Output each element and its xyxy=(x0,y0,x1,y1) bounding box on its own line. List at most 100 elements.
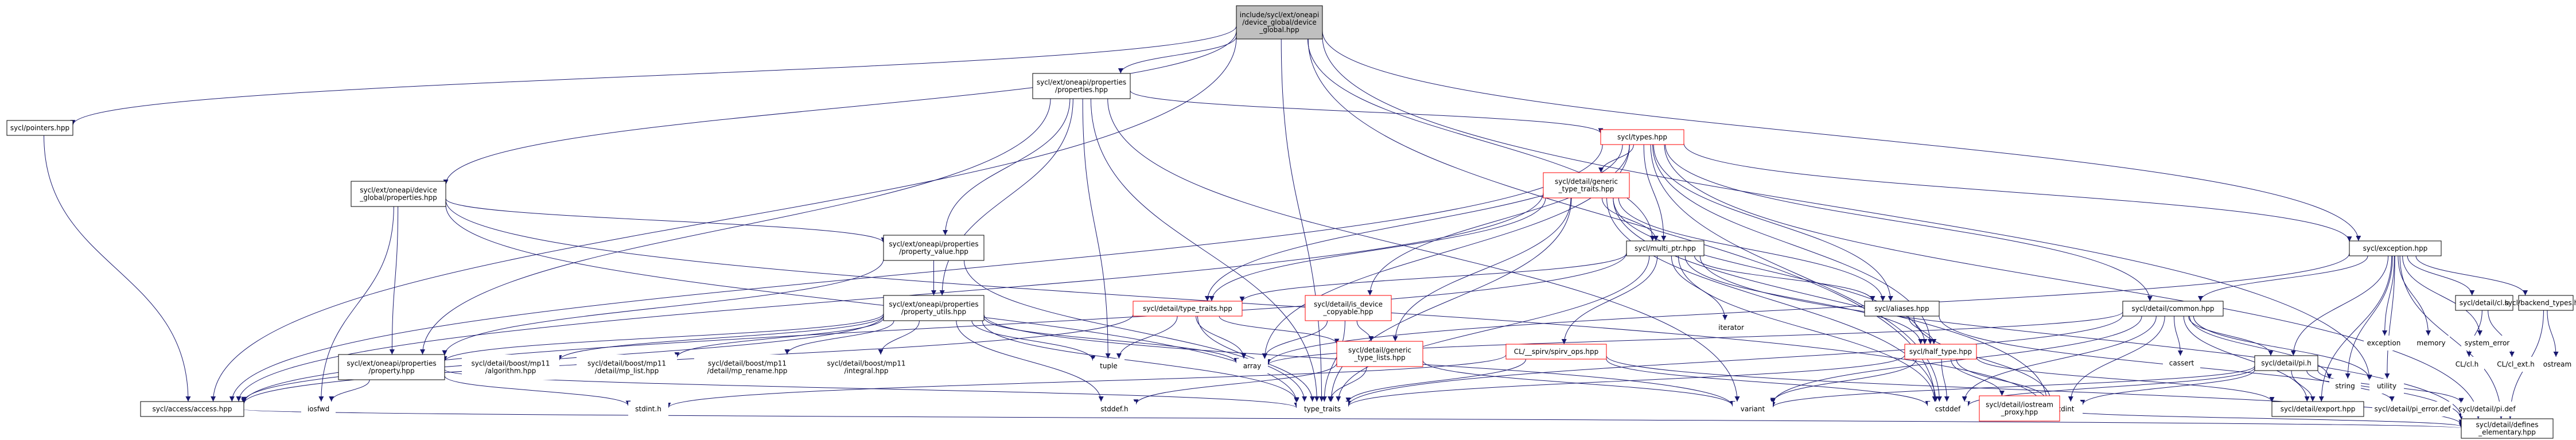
node-export[interactable]: sycl/detail/export.hpp xyxy=(2271,401,2364,417)
node-dg-props[interactable]: sycl/ext/oneapi/device_global/properties… xyxy=(351,181,446,207)
node-label: sycl/detail/generic_type_lists.hpp xyxy=(1348,346,1411,362)
node-root[interactable]: include/sycl/ext/oneapi/device_global/de… xyxy=(1236,5,1323,40)
node-backend-types[interactable]: sycl/backend_types.hpp xyxy=(2505,295,2576,311)
node-label: sycl/types.hpp xyxy=(1617,133,1667,141)
node-box xyxy=(2542,357,2573,372)
node-box xyxy=(2364,336,2404,351)
edge-access-to-defines_elem xyxy=(243,409,2463,429)
node-box xyxy=(2450,357,2484,372)
node-pi-h[interactable]: sycl/detail/pi.h xyxy=(2254,355,2318,371)
node-label: sycl/detail/pi_error.def xyxy=(2374,405,2451,413)
node-box xyxy=(1505,344,1607,360)
node-box xyxy=(1904,344,1977,360)
node-label: sycl/detail/iostream_proxy.hpp xyxy=(1986,401,2053,416)
node-label: sycl/half_type.hpp xyxy=(1909,348,1972,356)
node-label: CL/__spirv/spirv_ops.hpp xyxy=(1514,348,1599,356)
edge-prop_utils-to-mp11_alg xyxy=(557,315,884,361)
edge-pointers-to-access xyxy=(44,135,191,402)
node-common[interactable]: sycl/detail/common.hpp xyxy=(2122,301,2224,317)
edge-ext_props-to-types xyxy=(1130,90,1604,134)
node-prop-utils[interactable]: sycl/ext/oneapi/properties/property_util… xyxy=(883,295,985,321)
node-box xyxy=(883,295,985,321)
node-property-hpp[interactable]: sycl/ext/oneapi/properties/property.hpp xyxy=(338,354,445,380)
edge-exception-to-cl_h xyxy=(2407,255,2475,296)
edge-half_type-to-variant xyxy=(1770,359,1917,403)
node-label: cassert xyxy=(2169,359,2194,367)
node-box xyxy=(1093,402,1136,416)
node-box xyxy=(1236,5,1323,40)
edge-dg_props-to-cstdint xyxy=(445,200,2045,407)
node-defines-elem[interactable]: sycl/detail/defines_elementary.hpp xyxy=(2461,418,2554,439)
node-label: string xyxy=(2335,382,2355,390)
edge-common-to-utility xyxy=(2193,316,2372,380)
node-label: sycl/detail/pi.def xyxy=(2458,405,2516,413)
node-is-dev-copyable[interactable]: sycl/detail/is_device_copyable.hpp xyxy=(1305,295,1392,321)
node-label: sycl/pointers.hpp xyxy=(10,124,69,132)
node-box xyxy=(2518,295,2574,311)
edge-prop_utils-to-mp11_rename xyxy=(784,320,894,355)
node-prop-value[interactable]: sycl/ext/oneapi/properties/property_valu… xyxy=(883,235,985,261)
edge-ext_props-to-tuple xyxy=(1082,98,1111,359)
node-box xyxy=(1600,129,1684,145)
node-label: cstddef xyxy=(1935,405,1961,413)
edge-prop_utils-to-tuple xyxy=(971,320,1096,361)
node-box xyxy=(1864,301,1940,317)
node-cl-h[interactable]: sycl/detail/cl.h xyxy=(2455,295,2513,311)
node-ext-props[interactable]: sycl/ext/oneapi/properties/properties.hp… xyxy=(1032,73,1131,99)
edge-prop_utils-to-property_hpp xyxy=(442,313,884,362)
node-box xyxy=(2461,402,2513,416)
edge-exception-to-utility xyxy=(2384,255,2395,379)
node-iostream-proxy[interactable]: sycl/detail/iostream_proxy.hpp xyxy=(1979,395,2060,422)
edge-pi_h-to-variant xyxy=(1770,365,2255,408)
node-exc-ext: exception xyxy=(2364,336,2404,351)
node-multi-ptr[interactable]: sycl/multi_ptr.hpp xyxy=(1626,240,1705,256)
node-label: sycl/exception.hpp xyxy=(2363,244,2428,252)
node-mp11-rename: sycl/detail/boost/mp11/detail/mp_rename.… xyxy=(694,355,800,380)
dependency-edges xyxy=(44,26,2559,429)
node-types[interactable]: sycl/types.hpp xyxy=(1600,129,1684,145)
node-label: sycl/detail/boost/mp11/detail/mp_list.hp… xyxy=(587,360,666,375)
edge-ext_props-to-std_type_traits xyxy=(1090,98,1320,402)
edge-type_traits_hpp-to-access xyxy=(241,314,1134,404)
node-type-traits-hpp[interactable]: sycl/detail/type_traits.hpp xyxy=(1133,301,1243,317)
edge-gen_type_traits-to-cstddef xyxy=(1606,197,1939,402)
node-box xyxy=(628,402,668,416)
edge-types-to-multi_ptr xyxy=(1643,144,1667,242)
node-tuple: tuple xyxy=(1093,359,1124,373)
node-gen-type-lists[interactable]: sycl/detail/generic_type_lists.hpp xyxy=(1336,341,1423,367)
node-box xyxy=(338,354,445,380)
edge-root-to-multi_ptr xyxy=(1308,38,1655,242)
node-label: include/sycl/ext/oneapi/device_global/de… xyxy=(1240,11,1320,34)
node-box xyxy=(1979,395,2060,422)
node-box xyxy=(301,402,336,416)
node-aliases[interactable]: sycl/aliases.hpp xyxy=(1864,301,1940,317)
node-spirv-ops[interactable]: CL/__spirv/spirv_ops.hpp xyxy=(1505,344,1607,360)
node-box xyxy=(818,355,915,380)
node-label: iterator xyxy=(1718,324,1744,332)
node-access[interactable]: sycl/access/access.hpp xyxy=(140,401,244,417)
edge-backend_types-to-ostream xyxy=(2547,310,2559,357)
edge-gen_type_traits-to-cstdint xyxy=(1613,197,2049,402)
node-label: CL/cl.h xyxy=(2456,360,2478,368)
node-std-type-traits: type_traits xyxy=(1297,402,1348,416)
edge-prop_utils-to-mp11_list xyxy=(674,317,884,358)
edge-spirv_ops-to-cstddef xyxy=(1606,359,1931,406)
node-exception[interactable]: sycl/exception.hpp xyxy=(2349,240,2442,256)
edge-gen_type_traits-to-half_type xyxy=(1613,197,1928,345)
node-half-type[interactable]: sycl/half_type.hpp xyxy=(1904,344,1977,360)
edge-root-to-ext_props xyxy=(1118,36,1237,74)
node-label: utility xyxy=(2377,382,2396,390)
node-gen-type-traits[interactable]: sycl/detail/generic_type_traits.hpp xyxy=(1543,172,1630,198)
edge-property_hpp-to-stdint_h xyxy=(444,375,631,406)
node-variant: variant xyxy=(1733,402,1773,416)
node-box xyxy=(1297,402,1348,416)
node-label: ostream xyxy=(2543,360,2571,368)
node-cstddef: cstddef xyxy=(1928,402,1968,416)
edge-root-to-dg_props xyxy=(443,30,1237,185)
node-pointers[interactable]: sycl/pointers.hpp xyxy=(6,120,73,136)
edge-prop_value-to-property_hpp xyxy=(442,259,884,356)
edge-multi_ptr-to-access xyxy=(241,252,1627,404)
node-box xyxy=(694,355,800,380)
edge-ext_props-to-prop_utils xyxy=(939,98,1073,296)
node-label: stddef.h xyxy=(1100,405,1128,413)
